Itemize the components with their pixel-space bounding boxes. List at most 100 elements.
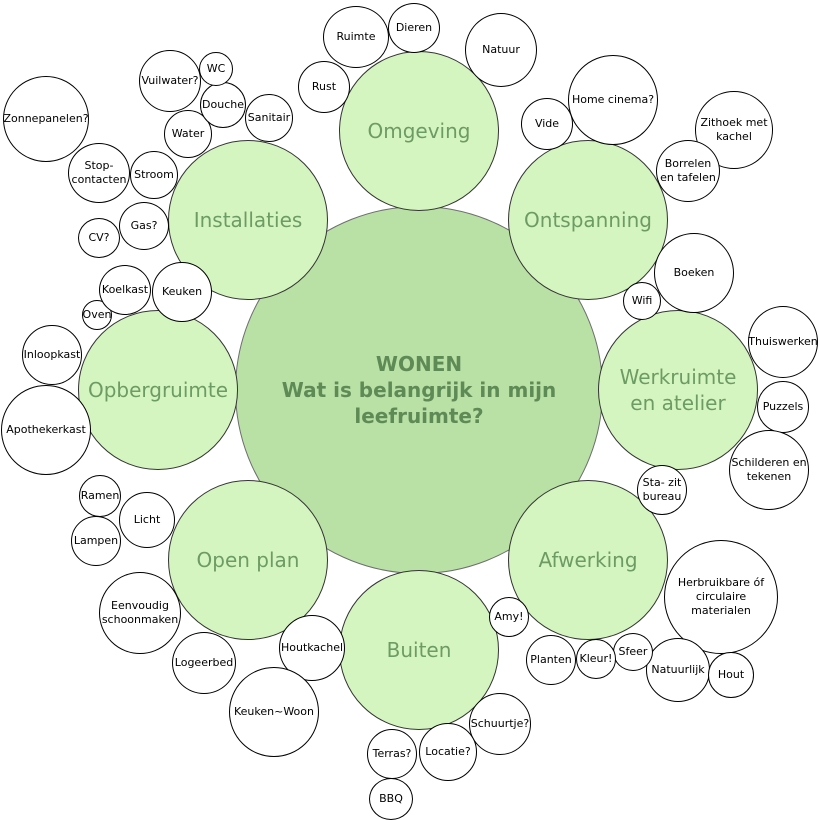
item-planten: Planten <box>526 635 576 685</box>
item-label: Boeken <box>673 266 715 279</box>
center-subtitle: Wat is belangrijk in mijn leefruimte? <box>281 378 557 428</box>
category-buiten: Buiten <box>339 570 499 730</box>
item-natuur: Natuur <box>465 13 537 87</box>
item-douche: Douche <box>200 82 246 128</box>
item-thuiswerken: Thuiswerken <box>748 306 818 378</box>
item-label: Rust <box>311 80 337 93</box>
item-label: Stroom <box>134 168 174 181</box>
category-label: Opbergruimte <box>87 378 229 402</box>
category-label: Omgeving <box>367 119 471 143</box>
item-lampen: Lampen <box>71 516 121 566</box>
item-label: Water <box>171 127 205 140</box>
category-label: Buiten <box>386 638 452 662</box>
item-label: Stop- contacten <box>71 159 127 186</box>
item-stopcontacten: Stop- contacten <box>68 143 130 203</box>
item-schuurtje: Schuurtje? <box>469 693 531 755</box>
item-label: Sanitair <box>247 111 291 124</box>
item-label: Houtkachel <box>280 641 344 654</box>
item-herbruikbare: Herbruikbare óf circulaire materialen <box>664 540 778 654</box>
item-eenvoudig: Eenvoudig schoonmaken <box>99 572 181 654</box>
item-dieren: Dieren <box>388 3 440 53</box>
item-label: Hout <box>717 668 745 681</box>
item-sanitair: Sanitair <box>245 94 293 142</box>
item-gas: Gas? <box>119 202 169 250</box>
item-label: Borrelen en tafelen <box>660 157 716 184</box>
item-label: Inloopkast <box>23 348 81 361</box>
item-label: Schuurtje? <box>470 717 530 730</box>
item-sta-zit: Sta- zit bureau <box>637 465 687 515</box>
category-label: Ontspanning <box>524 208 652 232</box>
item-label: Puzzels <box>762 400 804 413</box>
item-label: Dieren <box>395 21 433 34</box>
item-label: Keuken <box>161 285 203 298</box>
item-label: Lampen <box>73 534 119 547</box>
item-label: Kleur! <box>579 652 613 665</box>
item-label: Locatie? <box>425 745 471 758</box>
category-label: Afwerking <box>538 548 638 572</box>
item-vuilwater: Vuilwater? <box>139 50 201 112</box>
category-werkruimte: Werkruimte en atelier <box>598 310 758 470</box>
item-label: Amy! <box>494 610 524 623</box>
center-text: WONEN Wat is belangrijk in mijn leefruim… <box>282 351 557 429</box>
item-label: Terras? <box>372 747 412 760</box>
item-label: Wifi <box>631 294 653 307</box>
center-title: WONEN <box>375 352 463 376</box>
item-label: WC <box>206 62 226 75</box>
item-bbq: BBQ <box>369 778 413 820</box>
item-locatie: Locatie? <box>419 723 477 781</box>
item-hout: Hout <box>708 652 754 698</box>
category-label: Werkruimte en atelier <box>619 365 737 415</box>
item-label: Eenvoudig schoonmaken <box>101 599 179 626</box>
item-keuken: Keuken <box>152 262 212 322</box>
item-kleur: Kleur! <box>576 639 616 679</box>
item-label: Gas? <box>130 219 158 232</box>
item-stroom: Stroom <box>130 151 178 199</box>
category-label: Installaties <box>193 208 303 232</box>
item-wc: WC <box>199 52 233 86</box>
item-label: Schilderen en tekenen <box>731 456 807 483</box>
item-label: Zonnepanelen? <box>3 112 89 125</box>
item-label: Logeerbed <box>174 656 234 669</box>
item-boeken: Boeken <box>654 233 734 313</box>
item-puzzels: Puzzels <box>757 381 809 433</box>
item-ramen: Ramen <box>79 475 121 517</box>
item-borrelen: Borrelen en tafelen <box>656 140 720 202</box>
item-label: Sta- zit bureau <box>642 476 682 503</box>
item-ruimte: Ruimte <box>323 6 389 68</box>
item-label: Vuilwater? <box>141 74 199 87</box>
item-licht: Licht <box>119 492 175 548</box>
item-oven: Oven <box>82 300 112 330</box>
item-label: Planten <box>530 653 572 666</box>
item-cv: CV? <box>78 218 120 258</box>
item-label: Vide <box>534 117 560 130</box>
item-schilderen: Schilderen en tekenen <box>729 430 809 510</box>
item-vide: Vide <box>521 98 573 150</box>
item-label: Thuiswerken <box>748 335 818 348</box>
item-logeerbed: Logeerbed <box>172 632 236 694</box>
item-rust: Rust <box>298 61 350 113</box>
item-label: Koelkast <box>101 283 149 296</box>
item-home-cinema: Home cinema? <box>568 55 658 145</box>
item-label: Natuurlijk <box>651 663 705 676</box>
item-inloopkast: Inloopkast <box>22 325 82 385</box>
category-open-plan: Open plan <box>168 480 328 640</box>
category-omgeving: Omgeving <box>339 51 499 211</box>
item-amy: Amy! <box>489 597 529 637</box>
item-apothekerkast: Apothekerkast <box>1 385 91 475</box>
item-label: Oven <box>82 308 112 321</box>
item-label: Keuken~Woon <box>233 705 314 718</box>
item-natuurlijk: Natuurlijk <box>646 638 710 702</box>
category-opbergruimte: Opbergruimte <box>78 310 238 470</box>
item-label: Zithoek met kachel <box>700 116 768 143</box>
category-ontspanning: Ontspanning <box>508 140 668 300</box>
item-label: Sfeer <box>618 645 648 658</box>
category-label: Open plan <box>196 548 300 572</box>
item-label: Licht <box>133 513 161 526</box>
item-keuken-woon: Keuken~Woon <box>229 667 319 757</box>
item-label: Ramen <box>80 489 120 502</box>
item-label: Ruimte <box>336 30 376 43</box>
item-label: Douche <box>202 98 244 111</box>
item-sfeer: Sfeer <box>613 633 653 671</box>
item-label: Herbruikbare óf circulaire materialen <box>677 576 765 617</box>
